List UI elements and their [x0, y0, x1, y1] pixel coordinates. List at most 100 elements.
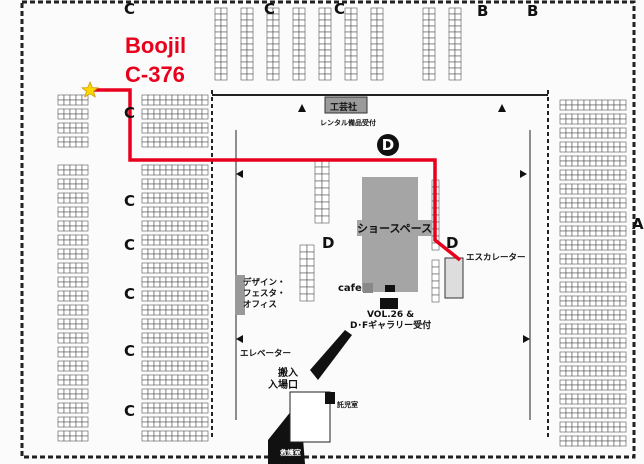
booth	[595, 412, 603, 419]
booth	[201, 407, 209, 414]
booth	[595, 314, 603, 321]
booth	[159, 402, 167, 409]
booth	[75, 365, 83, 372]
booth	[147, 388, 155, 395]
booth	[159, 267, 167, 274]
booth	[69, 323, 77, 330]
booth	[171, 108, 179, 115]
booth	[571, 183, 579, 190]
booth	[63, 379, 71, 386]
booth	[189, 113, 197, 120]
booth	[177, 402, 185, 409]
booth	[571, 337, 579, 344]
booth	[583, 440, 591, 447]
booth	[147, 220, 155, 227]
booth	[607, 197, 615, 204]
booth	[171, 197, 179, 204]
booth	[559, 440, 567, 447]
booth	[613, 435, 621, 442]
booth	[141, 127, 149, 134]
booth	[613, 197, 621, 204]
booth	[153, 295, 161, 302]
booth	[75, 295, 83, 302]
booth	[165, 206, 173, 213]
booth	[613, 267, 621, 274]
booth	[595, 286, 603, 293]
zone-label-c: C	[124, 104, 136, 122]
booth	[75, 99, 83, 106]
booth	[577, 197, 585, 204]
booth	[298, 31, 306, 39]
booth	[589, 314, 597, 321]
booth	[195, 402, 203, 409]
booth	[189, 430, 197, 437]
booth	[57, 169, 65, 176]
booth	[159, 169, 167, 176]
booth	[318, 73, 326, 81]
booth	[299, 251, 308, 260]
booth	[183, 267, 191, 274]
booth	[589, 384, 597, 391]
booth	[75, 323, 83, 330]
booth	[189, 407, 197, 414]
booth	[607, 393, 615, 400]
booth	[619, 337, 627, 344]
booth-number: C-376	[125, 62, 185, 87]
booth	[165, 281, 173, 288]
booth	[589, 155, 597, 162]
booth	[565, 272, 573, 279]
booth	[431, 294, 440, 303]
booth	[613, 440, 621, 447]
booth	[141, 295, 149, 302]
booth	[589, 407, 597, 414]
booth	[81, 435, 89, 442]
booth	[189, 281, 197, 288]
booth	[607, 225, 615, 232]
booth	[153, 99, 161, 106]
booth	[571, 393, 579, 400]
booth	[183, 365, 191, 372]
booth	[75, 360, 83, 367]
booth	[428, 67, 436, 75]
booth	[177, 225, 185, 232]
booth	[171, 393, 179, 400]
booth	[81, 388, 89, 395]
booth	[63, 407, 71, 414]
booth	[314, 180, 323, 189]
booth	[177, 304, 185, 311]
booth	[171, 136, 179, 143]
booth	[559, 174, 567, 181]
booth	[195, 178, 203, 185]
booth	[69, 416, 77, 423]
booth	[571, 295, 579, 302]
booth	[147, 393, 155, 400]
booth	[201, 178, 209, 185]
booth	[246, 43, 254, 51]
booth	[159, 407, 167, 414]
booth	[220, 67, 228, 75]
booth	[448, 19, 456, 27]
booth	[448, 13, 456, 21]
booth	[589, 323, 597, 330]
booth	[147, 318, 155, 325]
booth	[69, 206, 77, 213]
booth	[595, 225, 603, 232]
booth	[81, 276, 89, 283]
booth	[583, 202, 591, 209]
booth	[195, 323, 203, 330]
booth	[292, 19, 300, 27]
booth	[422, 61, 430, 69]
booth	[75, 169, 83, 176]
booth	[607, 356, 615, 363]
booth	[177, 206, 185, 213]
booth	[171, 351, 179, 358]
booth	[195, 239, 203, 246]
booth	[589, 379, 597, 386]
booth	[571, 267, 579, 274]
elevator-label: エレベーター	[240, 349, 292, 359]
booth	[601, 118, 609, 125]
booth	[601, 379, 609, 386]
booth	[75, 136, 83, 143]
booth	[165, 360, 173, 367]
booth	[571, 286, 579, 293]
